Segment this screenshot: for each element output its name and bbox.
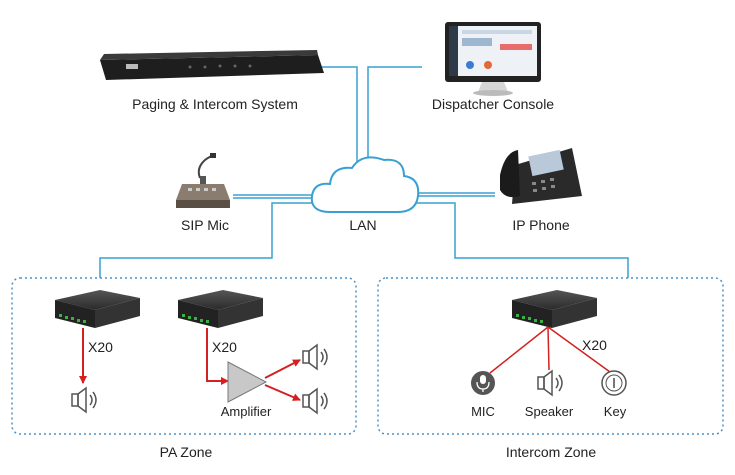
paging-system-device — [100, 50, 324, 80]
pa-zone-label: PA Zone — [159, 444, 213, 460]
x20-label: X20 — [582, 337, 607, 353]
sip-mic-label: SIP Mic — [181, 217, 229, 233]
ip-phone-label: IP Phone — [512, 217, 570, 233]
microphone-icon — [471, 371, 495, 395]
speaker-icon — [302, 343, 328, 371]
key-label: Key — [603, 404, 627, 419]
intercom-zone-border — [377, 277, 724, 435]
lan-label: LAN — [349, 217, 377, 233]
gateway-box-icon — [512, 290, 597, 328]
speaker-icon — [537, 369, 563, 397]
desk-microphone-icon — [176, 153, 230, 208]
monitor-icon — [445, 22, 541, 96]
pa-zone-border — [11, 277, 357, 435]
paging-system-label: Paging & Intercom System — [132, 96, 298, 112]
x20-label: X20 — [212, 339, 237, 355]
network-lines — [99, 66, 629, 278]
gateway-box-icon — [55, 290, 140, 328]
cloud-icon — [310, 156, 420, 213]
speaker-icon — [302, 387, 328, 415]
mic-label: MIC — [471, 404, 495, 419]
pa-signal-arrows — [79, 328, 301, 401]
x20-label: X20 — [88, 339, 113, 355]
speaker-label: Speaker — [524, 404, 574, 419]
intercom-signal-lines — [489, 326, 611, 374]
speaker-icon — [71, 386, 97, 414]
key-button-icon — [601, 370, 627, 396]
gateway-box-icon — [178, 290, 263, 328]
amplifier-triangle-icon — [227, 361, 268, 403]
intercom-zone-label: Intercom Zone — [505, 444, 597, 460]
amplifier-label: Amplifier — [220, 404, 272, 419]
ip-phone-icon — [500, 148, 582, 204]
dispatcher-console-label: Dispatcher Console — [431, 96, 555, 112]
